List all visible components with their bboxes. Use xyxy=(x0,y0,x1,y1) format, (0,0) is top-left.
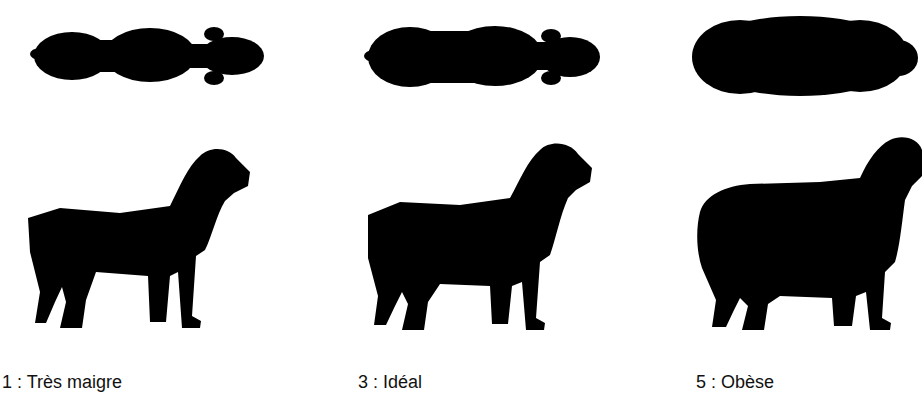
score-label: 3 : Idéal xyxy=(358,372,422,393)
top-view-obese xyxy=(692,16,918,96)
score-label: 5 : Obèse xyxy=(696,372,774,393)
top-view-ideal xyxy=(364,26,600,87)
top-view-thin xyxy=(30,27,264,85)
score-label: 1 : Très maigre xyxy=(2,372,122,393)
side-view-obese xyxy=(697,137,922,330)
side-view-ideal xyxy=(368,144,592,330)
side-view-thin xyxy=(28,149,250,328)
